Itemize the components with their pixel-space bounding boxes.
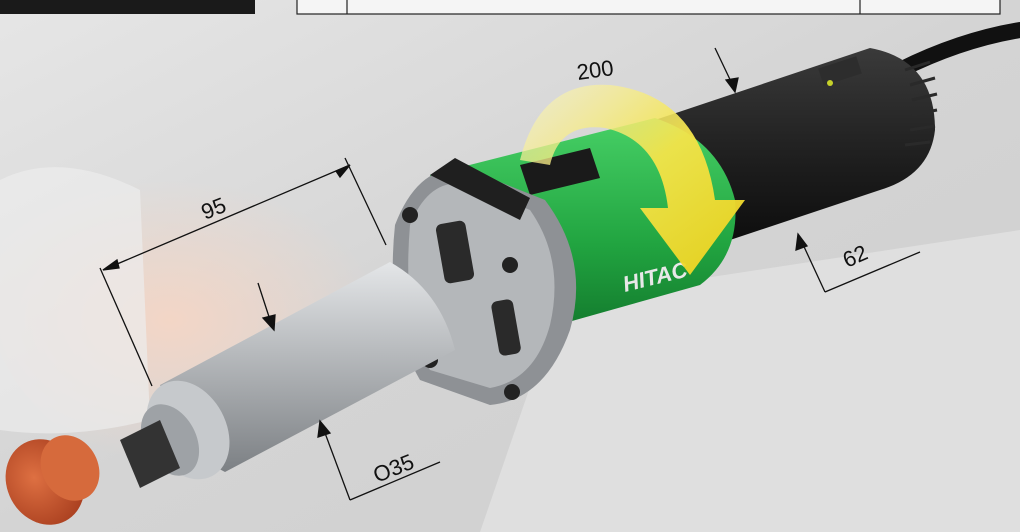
background-machine-shape xyxy=(0,167,150,434)
dimension-nose-diameter xyxy=(257,282,441,501)
rotation-arrow xyxy=(520,84,745,276)
nose-spindle xyxy=(120,262,455,488)
dimension-body-diameter xyxy=(714,47,921,293)
grinding-wheel xyxy=(5,435,100,525)
rotation-label: 200 xyxy=(575,55,615,85)
dimension-length xyxy=(99,157,387,387)
power-cord xyxy=(892,22,1020,78)
table-strip xyxy=(0,0,1001,15)
